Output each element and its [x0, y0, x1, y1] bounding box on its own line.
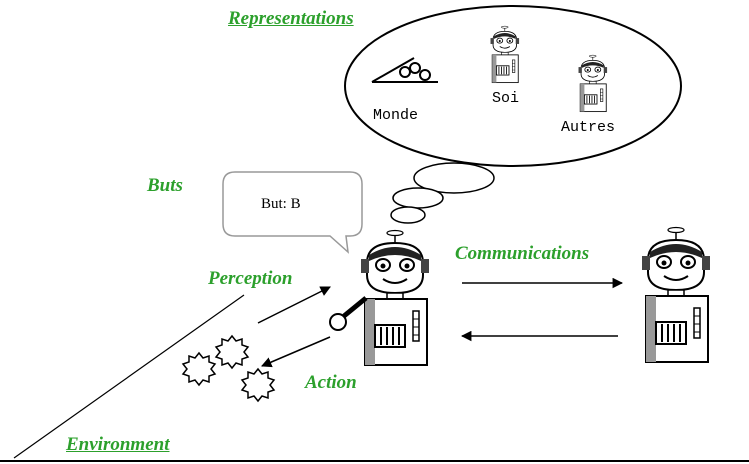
gear-icon — [182, 352, 216, 386]
autres-label: Autres — [561, 119, 616, 136]
speech-bubble-icon — [222, 171, 363, 254]
environment-label: Environment — [66, 434, 170, 455]
action-label: Action — [305, 372, 357, 393]
main-agent-robot-icon — [360, 229, 430, 366]
action-arrow — [261, 336, 331, 368]
buts-label: Buts — [147, 175, 183, 196]
perception-arrow — [257, 286, 331, 324]
robot-arm-icon — [329, 296, 368, 331]
gear-icon — [241, 368, 275, 402]
representations-label: Representations — [228, 8, 354, 29]
soi-label: Soi — [492, 90, 520, 107]
goal-text: But: B — [261, 196, 301, 212]
perception-label: Perception — [208, 268, 293, 289]
gear-icon — [215, 335, 249, 369]
thought-cloud-icon — [390, 162, 495, 224]
environment-boundary-line — [13, 294, 245, 459]
representations-oval — [344, 5, 682, 167]
world-objects-icon — [371, 57, 438, 83]
communications-label: Communications — [455, 243, 590, 264]
other-agent-robot-icon — [641, 226, 711, 363]
monde-label: Monde — [373, 107, 419, 124]
